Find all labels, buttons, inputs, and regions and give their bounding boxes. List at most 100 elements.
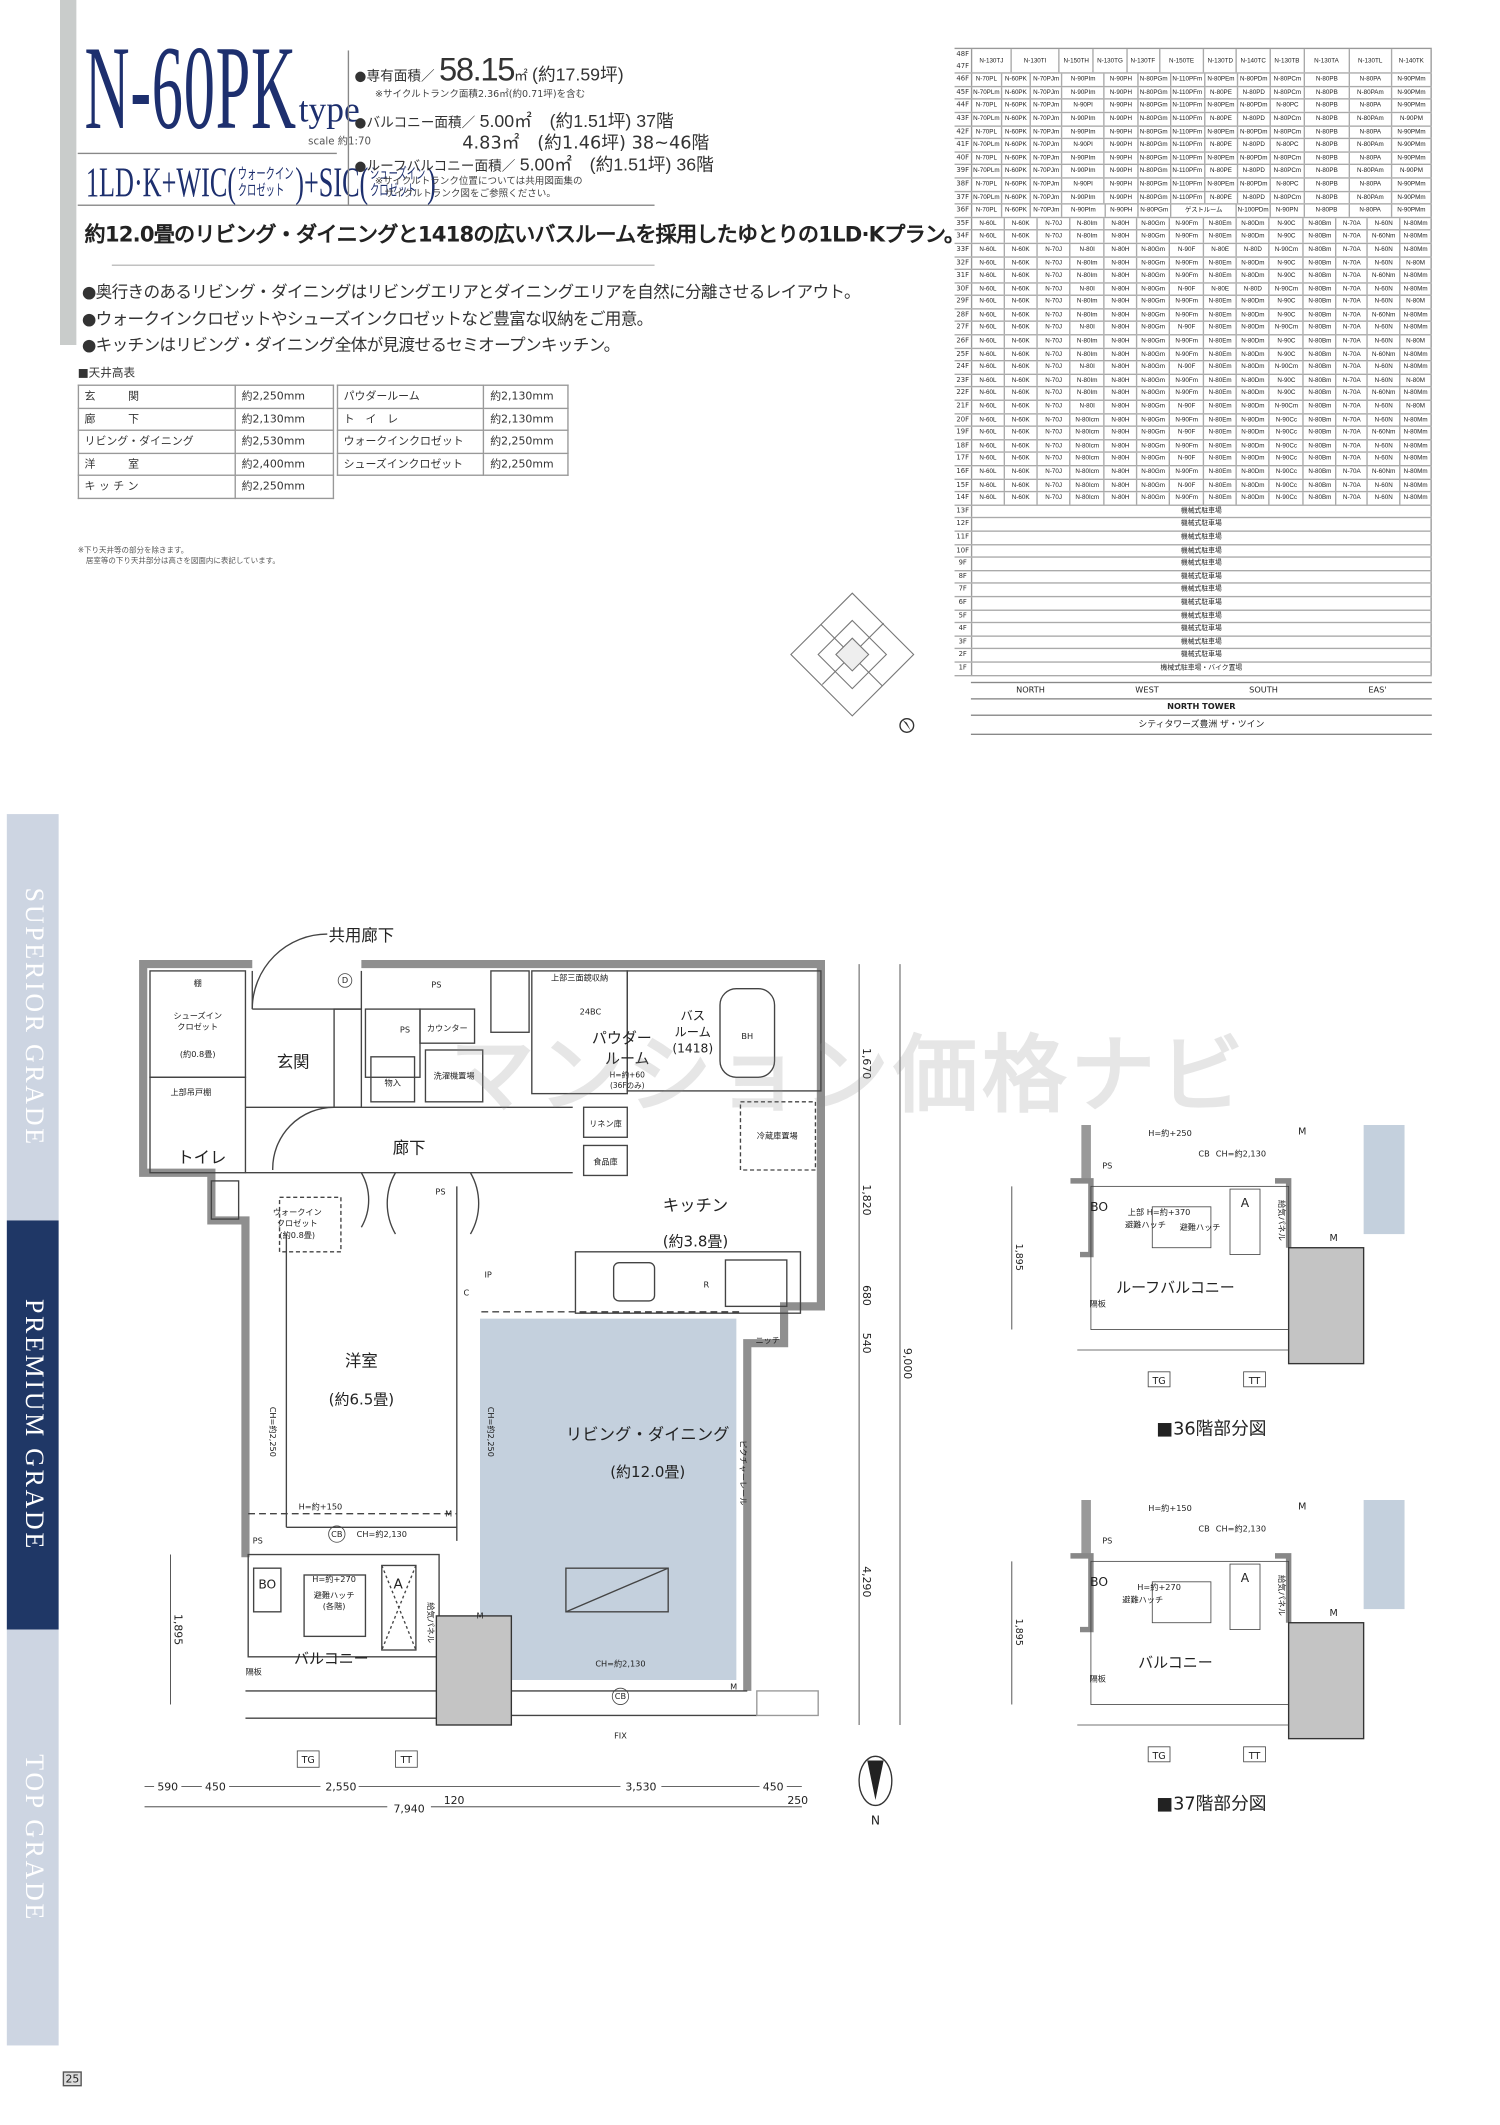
unit-cell: N-80Dm <box>1237 361 1270 374</box>
unit-cell: N-80Bm <box>1304 309 1337 322</box>
unit-cell: N-80Mm <box>1403 441 1428 449</box>
type-suffix: type <box>298 89 360 130</box>
unit-cell: N-60Nm <box>1368 387 1401 400</box>
divider <box>111 264 655 266</box>
floor-label: 38F <box>956 179 970 189</box>
unit-cell: N-80Em <box>1204 230 1238 243</box>
unit-cell: N-70A <box>1337 217 1369 230</box>
unit-cell: N-90PMm <box>1397 192 1426 200</box>
unit-cell: N-80Bm <box>1304 361 1337 374</box>
divider <box>77 152 337 155</box>
unit-cell: N-70J <box>1038 400 1072 413</box>
floor-label: 4F <box>958 624 967 633</box>
interior-walls <box>149 933 822 1719</box>
unit-cell: N-90Fm <box>1170 466 1205 479</box>
unit-cell: N-80PA <box>1350 126 1393 138</box>
supply-panel-label: 給気パネル <box>1277 1575 1287 1616</box>
unit-cell: N-90Cm <box>1270 322 1305 335</box>
ceiling-row: 廊 下約2,130mm <box>77 407 335 431</box>
ceiling-room: 洋 室 <box>77 452 237 476</box>
unit-cell: N-80Im <box>1071 270 1105 282</box>
unit-cell: N-70A <box>1337 479 1369 492</box>
shelf-label: 棚 <box>194 978 202 988</box>
unit-cell: N-90PH <box>1105 152 1138 165</box>
unit-cell: N-90PH <box>1106 204 1139 217</box>
unit-cell: N-60K <box>1005 479 1038 492</box>
unit-cell: N-90F <box>1170 400 1205 413</box>
dim-label: 1,895 <box>172 1614 185 1645</box>
ceiling-row: ト イ レ約2,130mm <box>336 407 569 431</box>
unit-cell: N-90C <box>1270 309 1305 322</box>
unit-cell: N-80Mm <box>1403 428 1428 436</box>
unit-cell: N-80PEm <box>1205 152 1239 165</box>
outdoor-unit-space <box>1287 1622 1365 1740</box>
unit-cell: N-90PN <box>1270 204 1305 217</box>
unit-cell: N-60K <box>1005 348 1038 361</box>
unit-cell: N-80Icm <box>1071 414 1105 426</box>
unit-cell: N-80Gm <box>1137 492 1171 505</box>
ps-label: PS <box>1102 1536 1112 1546</box>
unit-cell: N-80Mm <box>1403 323 1428 331</box>
unit-cell: N-60N <box>1368 322 1401 335</box>
unit-cell: N-80Dm <box>1237 217 1270 230</box>
exclusive-area-tsubo: (約17.59坪) <box>532 64 624 85</box>
unit-cell: N-80Em <box>1204 492 1238 505</box>
unit-cell: N-80Gm <box>1137 270 1171 282</box>
unit-cell: N-80Icm <box>1071 440 1105 452</box>
unit-cell: N-60K <box>1005 257 1038 269</box>
ceiling-height-note: CH=約2,250 <box>486 1407 496 1457</box>
unit-cell: N-60K <box>1005 374 1038 387</box>
dimension-lines <box>144 964 901 1808</box>
unit-cell: N-80H <box>1105 309 1138 322</box>
unit-cell: N-60K <box>1005 243 1038 256</box>
parking-cell: 機械式駐車場・バイク置場 <box>1160 663 1243 673</box>
unit-cell: N-60PK <box>1002 139 1032 152</box>
unit-cell: N-70PLm <box>972 165 1002 178</box>
unit-cell: N-60Nm <box>1368 466 1401 479</box>
unit-cell: N-80Em <box>1204 374 1238 387</box>
unit-cell: N-130TJ <box>972 49 1012 73</box>
unit-cell: N-90Cm <box>1270 400 1305 413</box>
unit-cell: N-70J <box>1038 296 1072 309</box>
direction-label: NORTH <box>1016 685 1045 695</box>
ceiling-height-note: CH=約2,250 <box>268 1407 278 1457</box>
parking-cell: 機械式駐車場 <box>1180 520 1222 529</box>
bo-label: BO <box>258 1578 276 1592</box>
unit-cell: N-80Im <box>1071 309 1105 322</box>
floor-label: 24F <box>956 363 970 372</box>
height-note: H=約+150 <box>1148 1503 1192 1513</box>
room-bath: バス <box>680 1009 705 1023</box>
unit-cell: N-80Bm <box>1304 400 1337 413</box>
unit-cell: N-70PJm <box>1031 73 1063 86</box>
feature-bullet: ●奥行きのあるリビング・ダイニングはリビングエリアとダイニングエリアを自然に分離… <box>81 282 861 302</box>
m-label: M <box>476 1611 483 1621</box>
ceiling-room: リビング・ダイニング <box>77 429 237 454</box>
unit-cell: N-60K <box>1005 387 1038 400</box>
unit-cell: N-110PFm <box>1171 100 1206 112</box>
room-genkan: 玄関 <box>277 1053 310 1072</box>
unit-cell: N-80PE <box>1205 191 1239 204</box>
unit-cell: N-80PDm <box>1238 73 1271 86</box>
unit-cell: N-80Em <box>1204 414 1238 426</box>
floor-label: 35F <box>956 219 970 228</box>
unit-cell: N-90Fm <box>1170 230 1205 243</box>
unit-cell: N-60K <box>1005 217 1038 230</box>
unit-cell: N-80Bm <box>1304 453 1337 465</box>
floor-label: 45F <box>956 88 970 97</box>
room-western-size: (約6.5畳) <box>329 1391 395 1409</box>
unit-cell: N-100PDm <box>1237 204 1271 217</box>
ps-label: PS <box>253 1536 263 1546</box>
ceiling-note: 居室等の下り天井部分は高さを図面内に表記しています。 <box>85 557 280 566</box>
unit-cell: N-70J <box>1038 374 1072 387</box>
unit-cell: N-80I <box>1071 400 1105 413</box>
unit-cell: N-60L <box>972 479 1005 492</box>
floor-label: 36F <box>956 206 970 215</box>
unit-cell: N-60Nm <box>1368 427 1401 439</box>
